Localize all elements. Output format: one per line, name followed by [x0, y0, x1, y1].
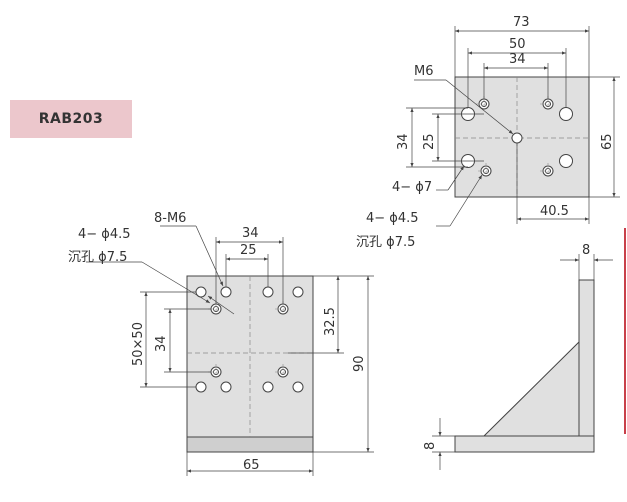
- hole: [511, 132, 523, 144]
- callout-cbore-a-top: 4− ϕ4.5: [366, 211, 419, 226]
- model-badge: RAB203: [10, 100, 132, 138]
- callout-thread-front: 8-M6: [154, 211, 187, 226]
- callout-cbore-b-top: 沉孔 ϕ7.5: [356, 235, 416, 250]
- dim-thickness-top-side: 8: [582, 243, 591, 258]
- callout-cbore-b-front: 沉孔 ϕ7.5: [68, 250, 128, 265]
- dim-outer-pitch-top: 50: [509, 37, 526, 52]
- dim-width-top: 73: [513, 15, 530, 30]
- hole: [195, 381, 207, 393]
- top-view: [406, 26, 620, 227]
- hole: [292, 286, 304, 298]
- dim-v-outer-top: 34: [396, 133, 411, 150]
- dim-v-inner-front: 34: [154, 335, 169, 352]
- dim-thickness-base-side: 8: [423, 441, 438, 450]
- front-view: [86, 225, 374, 476]
- side-view: [432, 254, 613, 470]
- callout-cbore-a-front: 4− ϕ4.5: [78, 227, 131, 242]
- dim-inner-pitch-front: 25: [240, 243, 257, 258]
- hole: [220, 286, 232, 298]
- hole: [559, 154, 573, 168]
- callout-thread-top: M6: [414, 64, 434, 79]
- front-base-edge: [186, 436, 314, 453]
- dim-inner-pitch-top: 34: [509, 52, 526, 67]
- gusset: [482, 340, 580, 437]
- hole: [262, 286, 274, 298]
- bracket-base-leg: [454, 435, 595, 453]
- hole: [292, 381, 304, 393]
- dim-grid-front: 50×50: [131, 322, 146, 366]
- dim-height-front: 90: [352, 355, 367, 372]
- dim-offset-top: 40.5: [540, 204, 569, 219]
- dim-top-offset-front: 32.5: [323, 307, 338, 336]
- hole: [220, 381, 232, 393]
- dim-height-top: 65: [600, 133, 615, 150]
- dim-width-front: 65: [243, 458, 260, 473]
- dim-outer-pitch-front: 34: [242, 226, 259, 241]
- accent-rule: [624, 228, 626, 434]
- hole: [262, 381, 274, 393]
- hole: [559, 107, 573, 121]
- dim-v-inner-top: 25: [422, 133, 437, 150]
- callout-through-top: 4− ϕ7: [392, 180, 433, 195]
- bracket-vertical-leg: [578, 279, 595, 438]
